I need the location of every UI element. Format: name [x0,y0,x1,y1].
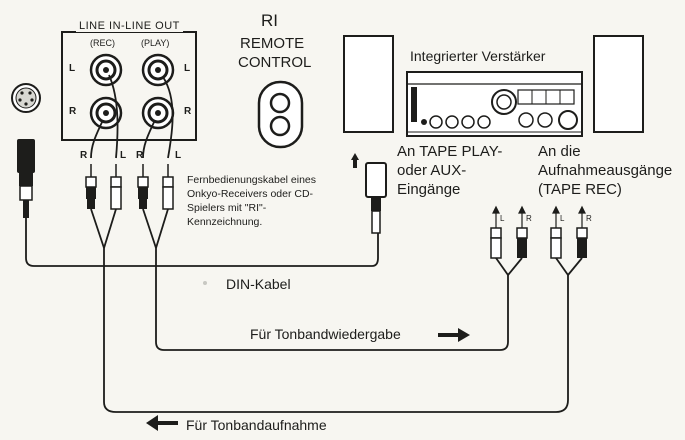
amplifier-title: Integrierter Verstärker [410,48,546,64]
right-speaker [593,35,644,133]
tape-play-line1: An TAPE PLAY- [397,143,503,160]
playback-label: Für Tonbandwiedergabe [250,326,401,342]
left-label-rec: L [69,63,76,74]
rec-left-jack [89,53,123,87]
amplifier-rca-plugs [490,205,588,259]
cables [25,208,583,413]
playback-arrow-icon [438,328,470,342]
plug-label-l2: L [175,150,182,161]
recording-label: Für Tonbandaufnahme [186,417,327,433]
amp-plug-r1: R [526,214,532,223]
amp-plug-r2: R [586,214,592,223]
tape-play-line2: oder AUX- [397,162,467,179]
speckle [203,281,207,285]
amp-plug-l2: L [560,214,565,223]
din-plug-left [17,139,35,218]
tape-play-line3: Eingänge [397,181,461,198]
remote-line2: CONTROL [238,54,312,71]
right-label-play: R [184,106,192,117]
din-connector-face [11,83,41,113]
recording-arrow-icon [146,415,178,431]
right-label-rec: R [69,106,77,117]
rec-label: (REC) [90,38,115,48]
amplifier-front-panel [406,71,583,137]
jack-panel-heading: LINE IN-LINE OUT [76,20,183,32]
plug-label-r1: R [80,150,88,161]
tape-rec-line3: (TAPE REC) [538,181,622,198]
amp-plug-l1: L [500,214,505,223]
tape-rec-line2: Aufnahmeausgänge [538,162,673,179]
remote-jacks [257,80,304,149]
din-cable-label: DIN-Kabel [226,276,291,292]
ri-logo: RI [261,11,278,30]
plug-label-l1: L [120,150,127,161]
play-left-jack [141,53,175,87]
rca-jacks [89,53,175,130]
left-label-play: L [184,63,191,74]
play-label: (PLAY) [141,38,170,48]
remote-plug [351,153,387,234]
play-right-jack [141,96,175,130]
jack-wires [90,74,174,159]
left-speaker [343,35,394,133]
rca-plugs [85,164,174,210]
tape-rec-line1: An die [538,143,581,160]
remote-line1: REMOTE [240,35,305,52]
cable-note: Fernbedienungskabel eines Onkyo-Receiver… [187,174,317,228]
jack-panel-frame [61,31,197,141]
rec-right-jack [89,96,123,130]
plug-label-r2: R [136,150,144,161]
